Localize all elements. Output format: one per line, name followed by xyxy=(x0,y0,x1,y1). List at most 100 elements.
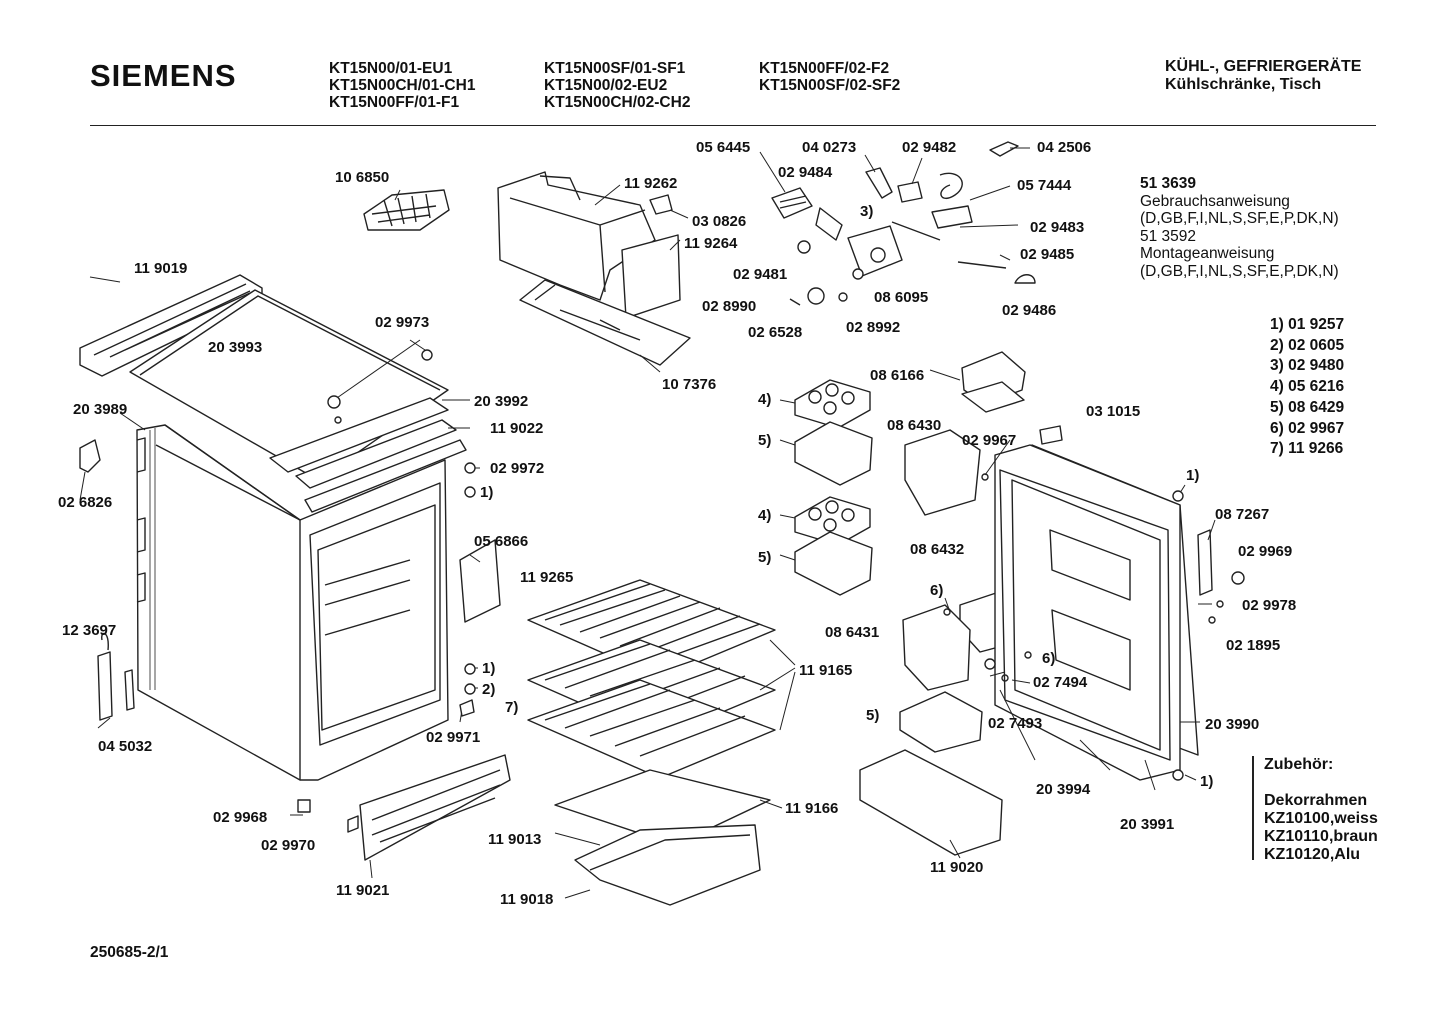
part-label: 20 3994 xyxy=(1036,781,1091,798)
part-label: 02 8990 xyxy=(702,298,756,315)
part-label: 11 9020 xyxy=(930,859,983,876)
part-label: 08 6095 xyxy=(874,289,928,306)
part-label: 02 6528 xyxy=(748,324,802,341)
part-label: 04 5032 xyxy=(98,738,152,755)
ice-cube-tray xyxy=(363,189,450,231)
part-label: 10 7376 xyxy=(662,376,716,393)
crisper-drawer xyxy=(554,769,771,906)
part-label: 02 9971 xyxy=(426,729,480,746)
part-label: 3) xyxy=(860,203,873,220)
evaporator-box xyxy=(497,171,691,366)
part-label: 02 9483 xyxy=(1030,219,1084,236)
doc-number: 51 3592 xyxy=(1140,227,1197,245)
footnote: 3) 02 9480 xyxy=(1270,357,1345,375)
part-label: 1) xyxy=(482,660,495,677)
brand-logo: SIEMENS xyxy=(90,58,237,93)
accessory-item: KZ10110,braun xyxy=(1264,828,1378,845)
footnote: 2) 02 0605 xyxy=(1270,336,1345,354)
door-panel xyxy=(994,425,1245,781)
footnote-list: 1) 01 9257 2) 02 0605 3) 02 9480 4) 05 6… xyxy=(1270,315,1344,460)
doc-name: Montageanweisung xyxy=(1140,245,1275,262)
accessory-item: KZ10120,Alu xyxy=(1264,846,1361,863)
model-column-1: KT15N00/01-EU1 KT15N00CH/01-CH1 KT15N00F… xyxy=(329,60,475,111)
model-number: KT15N00CH/01-CH1 xyxy=(329,77,476,94)
document-list: 51 3639 Gebrauchsanweisung (D,GB,F,I,NL,… xyxy=(1140,175,1339,280)
accessory-item: Dekorrahmen xyxy=(1264,792,1368,809)
model-number: KT15N00SF/01-SF1 xyxy=(544,60,686,77)
part-label: 11 9019 xyxy=(134,260,187,277)
part-label: 4) xyxy=(758,391,771,408)
model-column-2: KT15N00SF/01-SF1 KT15N00/02-EU2 KT15N00C… xyxy=(544,60,690,111)
part-label: 05 7444 xyxy=(1017,177,1072,194)
model-number: KT15N00FF/01-F1 xyxy=(329,94,460,111)
part-label: 02 9978 xyxy=(1242,597,1296,614)
part-label: 02 9969 xyxy=(1238,543,1292,560)
part-label: 12 3697 xyxy=(62,622,116,639)
part-label: 6) xyxy=(930,582,943,599)
part-label: 11 9166 xyxy=(785,800,838,817)
leader-lines xyxy=(79,147,1216,899)
part-label: 20 3993 xyxy=(208,339,262,356)
part-label: 1) xyxy=(1200,773,1213,790)
part-label: 02 9968 xyxy=(213,809,267,826)
wire-shelves xyxy=(527,579,776,779)
part-label: 02 9970 xyxy=(261,837,315,854)
model-column-3: KT15N00FF/02-F2 KT15N00SF/02-SF2 xyxy=(759,60,900,94)
category-title: KÜHL-, GEFRIERGERÄTE xyxy=(1165,58,1362,75)
part-label: 5) xyxy=(758,549,771,566)
footnote: 4) 05 6216 xyxy=(1270,378,1345,396)
part-label: 05 6445 xyxy=(696,139,750,156)
accessories-bar xyxy=(1252,756,1254,860)
product-category: KÜHL-, GEFRIERGERÄTE Kühlschränke, Tisch xyxy=(1165,58,1361,94)
part-label: 11 9013 xyxy=(488,831,541,848)
model-number: KT15N00FF/02-F2 xyxy=(759,60,890,77)
part-label: 2) xyxy=(482,681,495,698)
part-label: 1) xyxy=(1186,467,1199,484)
part-label: 02 9486 xyxy=(1002,302,1056,319)
part-label: 11 9022 xyxy=(490,420,543,437)
part-label: 08 6432 xyxy=(910,541,964,558)
part-label: 11 9021 xyxy=(336,882,389,899)
accessories: Zubehör: Dekorrahmen KZ10100,weiss KZ101… xyxy=(1264,756,1378,864)
part-label: 11 9262 xyxy=(624,175,677,192)
part-label: 02 8992 xyxy=(846,319,900,336)
model-number: KT15N00/02-EU2 xyxy=(544,77,668,94)
part-label: 08 6430 xyxy=(887,417,941,434)
category-subtitle: Kühlschränke, Tisch xyxy=(1165,76,1322,93)
part-label: 02 9967 xyxy=(962,432,1016,449)
model-number: KT15N00/01-EU1 xyxy=(329,60,453,77)
part-label: 20 3989 xyxy=(73,401,127,418)
part-label: 5) xyxy=(866,707,879,724)
part-label: 08 7267 xyxy=(1215,506,1269,523)
footnote: 7) 11 9266 xyxy=(1270,440,1344,458)
part-label: 02 7494 xyxy=(1033,674,1088,691)
part-label: 5) xyxy=(758,432,771,449)
footnote: 6) 02 9967 xyxy=(1270,419,1345,437)
part-label: 6) xyxy=(1042,650,1055,667)
side-bracket xyxy=(79,439,501,721)
model-number: KT15N00SF/02-SF2 xyxy=(759,77,901,94)
accessory-item: KZ10100,weiss xyxy=(1264,810,1378,827)
part-label: 02 9482 xyxy=(902,139,956,156)
doc-number: 51 3639 xyxy=(1140,175,1197,192)
part-label: 02 9973 xyxy=(375,314,429,331)
part-label: 20 3991 xyxy=(1120,816,1174,833)
part-label: 11 9265 xyxy=(520,569,573,586)
footnote: 1) 01 9257 xyxy=(1270,316,1345,333)
part-label: 7) xyxy=(505,699,518,716)
part-label: 20 3992 xyxy=(474,393,528,410)
part-label: 05 6866 xyxy=(474,533,528,550)
part-label: 20 3990 xyxy=(1205,716,1259,733)
worktop-panel xyxy=(129,289,467,513)
part-label: 02 9481 xyxy=(733,266,787,283)
part-label: 02 7493 xyxy=(988,715,1042,732)
part-label: 1) xyxy=(480,484,493,501)
part-labels: 10 6850 11 9262 05 6445 04 0273 02 9482 … xyxy=(58,139,1296,908)
accessories-heading: Zubehör: xyxy=(1264,756,1334,773)
part-label: 10 6850 xyxy=(335,169,389,186)
footnote: 5) 08 6429 xyxy=(1270,398,1345,416)
part-label: 08 6166 xyxy=(870,367,924,384)
part-label: 02 9484 xyxy=(778,164,833,181)
part-label: 03 1015 xyxy=(1086,403,1140,420)
model-number: KT15N00CH/02-CH2 xyxy=(544,94,691,111)
